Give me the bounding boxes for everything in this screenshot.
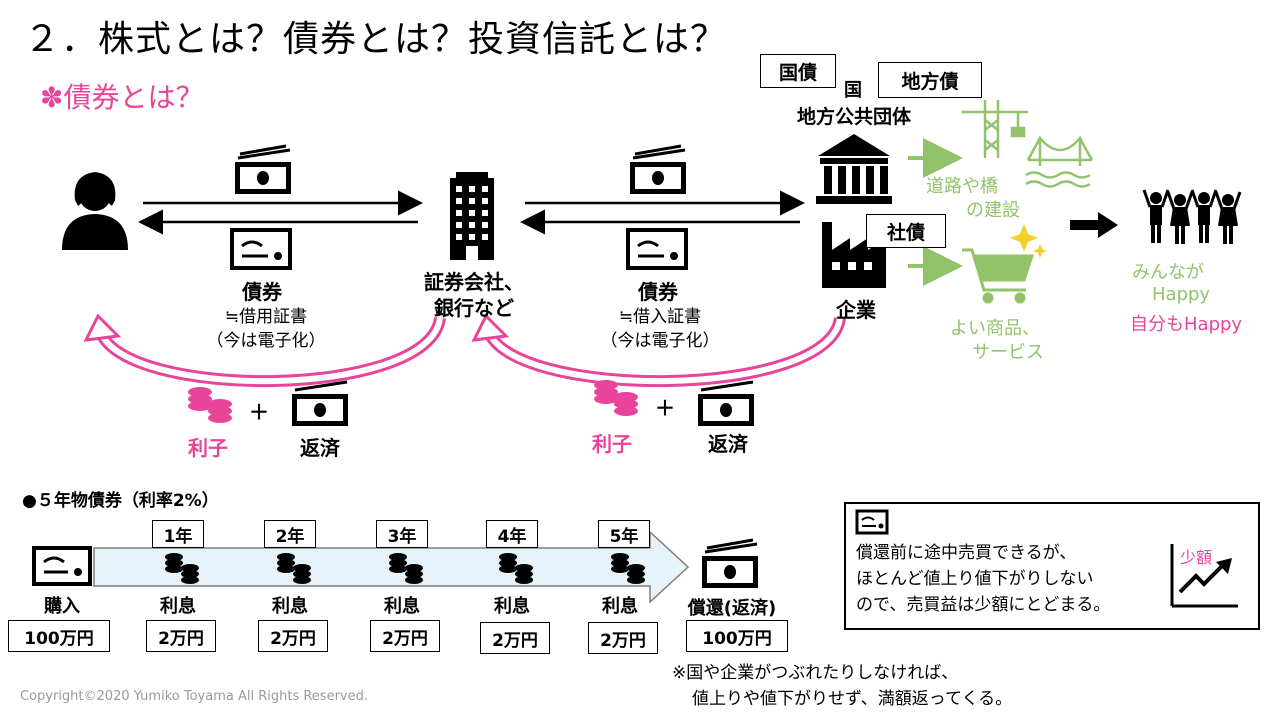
investor-bond-desc1: ≒借用証書 (224, 307, 308, 327)
happy-line3: 自分もHappy (1130, 314, 1243, 335)
purchase-label: 購入 (44, 596, 80, 617)
investor-bond-desc2: （今は電子化） (206, 331, 326, 351)
graph-small-label: 少額 (1180, 548, 1212, 567)
factory-icon (822, 222, 886, 288)
shopping-cart-icon (962, 248, 1035, 304)
interest-label: 利息 (272, 596, 308, 617)
redeem-amount: 100万円 (686, 620, 788, 652)
people-cheering-icon (1142, 189, 1242, 244)
banknote-icon (235, 144, 291, 194)
interest-label: 利息 (160, 596, 196, 617)
chihousai-box: 地方債 (878, 62, 982, 98)
goods-line1: よい商品、 (950, 318, 1040, 339)
coins-icon (165, 553, 199, 584)
interest-label-right: 利子 (592, 432, 632, 456)
footnote-line2: 値上りや値下がりせず、満額返ってくる。 (692, 689, 1013, 709)
pink-return-arrow-left (83, 313, 446, 387)
coins-icon (277, 553, 311, 584)
infobox-line1: 償還前に途中売買できるが、 (856, 543, 1077, 563)
issuer-bond-desc2: （今は電子化） (600, 331, 720, 351)
happy-line2: Happy (1152, 284, 1211, 305)
interest-amount: 2万円 (588, 622, 658, 654)
certificate-icon (855, 509, 889, 535)
interest-label: 利息 (602, 596, 638, 617)
result-arrow-icon (1070, 212, 1118, 238)
coins-icon (499, 553, 533, 584)
government-building-icon (816, 134, 892, 204)
repay-label-right: 返済 (708, 432, 748, 456)
interest-amount: 2万円 (370, 620, 440, 652)
plus-right: ＋ (655, 396, 675, 420)
goods-line2: サービス (972, 342, 1044, 363)
year-badge: 3年 (376, 520, 428, 548)
purchase-amount: 100万円 (8, 620, 110, 652)
coins-icon (611, 553, 645, 584)
section-subtitle: ✽債券とは？ (40, 81, 204, 114)
certificate-icon (32, 546, 92, 586)
banknote-icon (698, 380, 754, 426)
crane-icon (962, 100, 1028, 158)
investor-icon (62, 172, 128, 250)
redeem-label: 償還(返済) (687, 598, 777, 619)
info-box (844, 502, 1260, 630)
bridge-icon (1025, 135, 1094, 188)
gov-label-line2: 地方公共団体 (796, 106, 911, 128)
banknote-icon (630, 144, 686, 194)
shasai-box: 社債 (866, 214, 946, 248)
interest-amount: 2万円 (480, 622, 550, 654)
repay-label-left: 返済 (300, 436, 340, 460)
banknote-icon (292, 380, 348, 426)
infobox-line3: ので、売買益は少額にとどまる。 (856, 595, 1111, 615)
copyright-text: Copyright©2020 Yumiko Toyama All Rights … (20, 689, 368, 704)
coins-icon (188, 387, 232, 423)
company-label: 企業 (836, 298, 876, 322)
interest-amount: 2万円 (258, 620, 328, 652)
coins-icon (594, 380, 638, 416)
broker-label-line1: 証券会社、 (424, 270, 524, 294)
footnote-line1: ※国や企業がつぶれたりしなければ、 (672, 663, 959, 683)
gov-label-line1: 国 (844, 80, 862, 101)
investor-bond-label: 債券 (242, 280, 282, 304)
roads-line2: の建設 (966, 200, 1020, 221)
roads-line1: 道路や橋 (926, 176, 998, 197)
issuer-bond-desc1: ≒借入証書 (618, 307, 702, 327)
certificate-icon (230, 228, 292, 270)
page-title: ２．株式とは？債券とは？投資信託とは？ (24, 19, 728, 60)
year-badge: 4年 (486, 520, 538, 548)
office-building-icon (450, 172, 494, 260)
kokusai-box: 国債 (760, 54, 836, 88)
interest-amount: 2万円 (146, 620, 216, 652)
year-badge: 1年 (152, 520, 204, 548)
broker-label-line2: 銀行など (434, 296, 514, 320)
pink-return-arrow-right (471, 313, 846, 387)
sparkle-icon (1010, 224, 1047, 258)
coins-icon (389, 553, 423, 584)
happy-line1: みんなが (1132, 262, 1204, 283)
trend-chart-icon (1170, 544, 1238, 608)
interest-label: 利息 (494, 596, 530, 617)
year-badge: 5年 (598, 520, 650, 548)
issuer-bond-label: 債券 (638, 280, 678, 304)
certificate-icon (626, 228, 688, 270)
banknote-icon (702, 538, 758, 588)
year-badge: 2年 (264, 520, 316, 548)
interest-label-left: 利子 (188, 436, 228, 460)
interest-label: 利息 (384, 596, 420, 617)
infobox-line2: ほとんど値上り値下がりしない (856, 569, 1094, 589)
plus-left: ＋ (249, 400, 269, 424)
timeline-heading: ●５年物債券（利率2%） (22, 491, 219, 511)
